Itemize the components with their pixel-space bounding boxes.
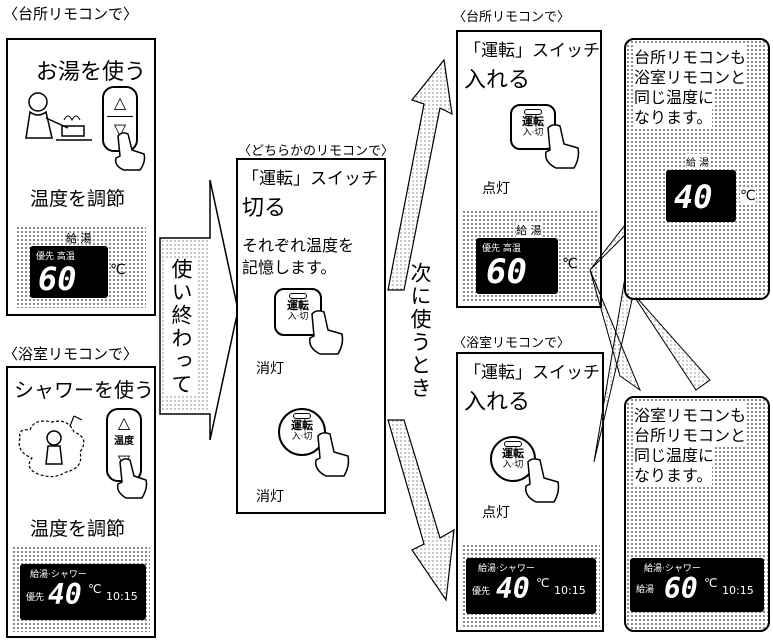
bath-right-title-line2: 入れる — [464, 390, 531, 415]
callout-bottom-display: 給湯·シャワー 給湯 60 ℃ 10:15 — [630, 558, 764, 612]
callout-bottom-display-mode: 給湯 — [636, 585, 655, 595]
kitchen-right-power-button-sub: 入·切 — [522, 128, 544, 138]
middle-power-button-1-sub: 入·切 — [287, 312, 309, 322]
lamp-off-indicator — [293, 413, 311, 419]
callout-top-display: 40 — [666, 170, 736, 222]
lamp-on-indicator — [524, 109, 542, 115]
hand-pointer-icon — [116, 458, 148, 499]
bath-left-title: シャワーを使う — [14, 378, 154, 402]
bath-left-display-mode: 優先 — [26, 593, 45, 603]
bath-left-panel: シャワーを使う △ 温度 ▽ 温度を調節 給湯·シャワー 優先 40 ℃ 10:… — [6, 366, 156, 638]
bath-right-display: 給湯·シャワー 優先 40 ℃ 10:15 — [466, 558, 596, 614]
kitchen-left-caption: 〈台所リモコンで〉 — [3, 5, 139, 23]
flow-arrow-right — [387, 58, 455, 602]
bath-right-power-button[interactable]: 運転 入·切 — [490, 436, 536, 482]
kitchen-left-display-mode: 優先 高温 — [36, 252, 75, 262]
kitchen-left-panel: お湯を使う △ ▽ 温度を調節 給 湯 優先 高温 60 ℃ — [6, 38, 156, 316]
callout-bottom-display-unit: ℃ — [704, 576, 718, 590]
bath-left-display-unit: ℃ — [88, 582, 102, 596]
hand-pointer-icon — [114, 132, 146, 171]
callout-top: 台所リモコンも 浴室リモコンと 同じ温度に なります。 給 湯 40 ℃ — [624, 38, 770, 300]
up-arrow-icon[interactable]: △ — [113, 93, 127, 112]
callout-bottom: 浴室リモコンも 台所リモコンと 同じ温度に なります。 給湯·シャワー 給湯 6… — [624, 396, 770, 632]
hand-pointer-icon — [524, 458, 560, 503]
kitchen-left-display-unit: ℃ — [110, 262, 126, 278]
shower-person-illustration — [18, 415, 85, 478]
kitchen-left-display-temp: 60 — [38, 260, 77, 298]
woman-cooking-illustration — [25, 92, 92, 141]
callout-bottom-line4: なります。 — [634, 462, 713, 486]
arrow-left-label: 使い終わって — [166, 258, 196, 396]
callout-bottom-display-time: 10:15 — [722, 584, 754, 597]
bath-right-power-button-sub: 入·切 — [502, 460, 524, 470]
middle-power-button-2-label: 運転 — [291, 419, 313, 432]
callout-top-display-temp: 40 — [674, 178, 713, 216]
bath-right-display-header: 給湯·シャワー — [478, 564, 535, 574]
kitchen-right-display-temp: 60 — [486, 252, 527, 292]
middle-title-line2: 切る — [242, 196, 287, 221]
hand-pointer-icon — [544, 124, 580, 169]
bath-left-caption: 〈浴室リモコンで〉 — [3, 345, 139, 363]
middle-lamp-off-1: 消灯 — [256, 361, 284, 377]
middle-power-button-2-sub: 入·切 — [291, 432, 313, 442]
bath-right-caption: 〈浴室リモコンで〉 — [453, 336, 571, 351]
kitchen-right-display-header: 給 湯 — [516, 222, 542, 238]
bath-right-display-mode: 優先 — [472, 587, 491, 597]
callout-top-line2: 浴室リモコンと — [634, 64, 747, 88]
kitchen-right-display: 優先 高温 60 — [476, 238, 558, 294]
kitchen-left-display-header: 給 湯 — [66, 232, 92, 245]
bath-left-display-time: 10:15 — [106, 590, 138, 603]
bath-left-temp-button-label: 温度 — [114, 436, 134, 447]
lamp-off-indicator — [289, 293, 307, 299]
kitchen-left-display: 優先 高温 60 — [30, 246, 108, 298]
kitchen-left-title: お湯を使う — [36, 60, 147, 85]
middle-power-button-1-label: 運転 — [287, 299, 309, 312]
hand-pointer-icon — [308, 310, 344, 355]
bath-left-display-temp: 40 — [48, 578, 82, 611]
callout-top-display-unit: ℃ — [740, 188, 756, 204]
callout-top-display-header: 給 湯 — [686, 154, 710, 169]
middle-note-line2: 記憶します。 — [242, 258, 337, 277]
up-arrow-icon[interactable]: △ — [117, 413, 131, 432]
lamp-on-indicator — [504, 441, 522, 447]
bath-left-display-header: 給湯·シャワー — [30, 570, 87, 580]
middle-panel: 「運転」スイッチ 切る それぞれ温度を 記憶します。 運転 入·切 消灯 運転 … — [236, 158, 386, 514]
kitchen-right-panel: 「運転」スイッチ 入れる 運転 入·切 点灯 給 湯 優先 高温 60 ℃ — [456, 30, 602, 308]
middle-note-line1: それぞれ温度を — [242, 236, 355, 255]
callout-top-line4: なります。 — [634, 104, 713, 128]
middle-lamp-off-2: 消灯 — [256, 489, 284, 505]
bath-right-display-temp: 40 — [496, 572, 530, 605]
callout-bottom-display-temp: 60 — [664, 572, 698, 605]
kitchen-right-lamp-on: 点灯 — [482, 181, 510, 197]
bath-right-display-time: 10:15 — [554, 584, 586, 597]
bath-right-panel: 「運転」スイッチ 入れる 運転 入·切 点灯 給湯·シャワー 優先 40 ℃ 1… — [456, 352, 604, 632]
callout-bottom-display-header: 給湯·シャワー — [644, 564, 701, 574]
kitchen-left-subtitle: 温度を調節 — [30, 188, 126, 210]
kitchen-right-display-mode: 優先 高温 — [482, 244, 521, 254]
middle-power-button-2[interactable]: 運転 入·切 — [278, 408, 326, 456]
kitchen-right-title-line1: 「運転」スイッチ — [464, 41, 600, 61]
arrow-right-label: 次に使うとき — [408, 262, 432, 400]
hand-pointer-icon — [314, 432, 350, 477]
bath-right-display-unit: ℃ — [536, 576, 550, 590]
bath-right-lamp-on: 点灯 — [482, 505, 510, 521]
bath-right-power-button-label: 運転 — [502, 447, 524, 460]
middle-title-line1: 「運転」スイッチ — [242, 169, 378, 189]
bath-left-subtitle: 温度を調節 — [30, 518, 126, 540]
kitchen-right-title-line2: 入れる — [464, 68, 531, 93]
kitchen-right-display-unit: ℃ — [562, 256, 578, 272]
bath-right-title-line1: 「運転」スイッチ — [464, 363, 600, 383]
middle-caption: 〈どちらかのリモコンで〉 — [238, 144, 395, 159]
kitchen-right-caption: 〈台所リモコンで〉 — [453, 10, 571, 25]
kitchen-right-power-button-label: 運転 — [522, 115, 544, 128]
bath-left-display: 給湯·シャワー 優先 40 ℃ 10:15 — [20, 564, 146, 620]
